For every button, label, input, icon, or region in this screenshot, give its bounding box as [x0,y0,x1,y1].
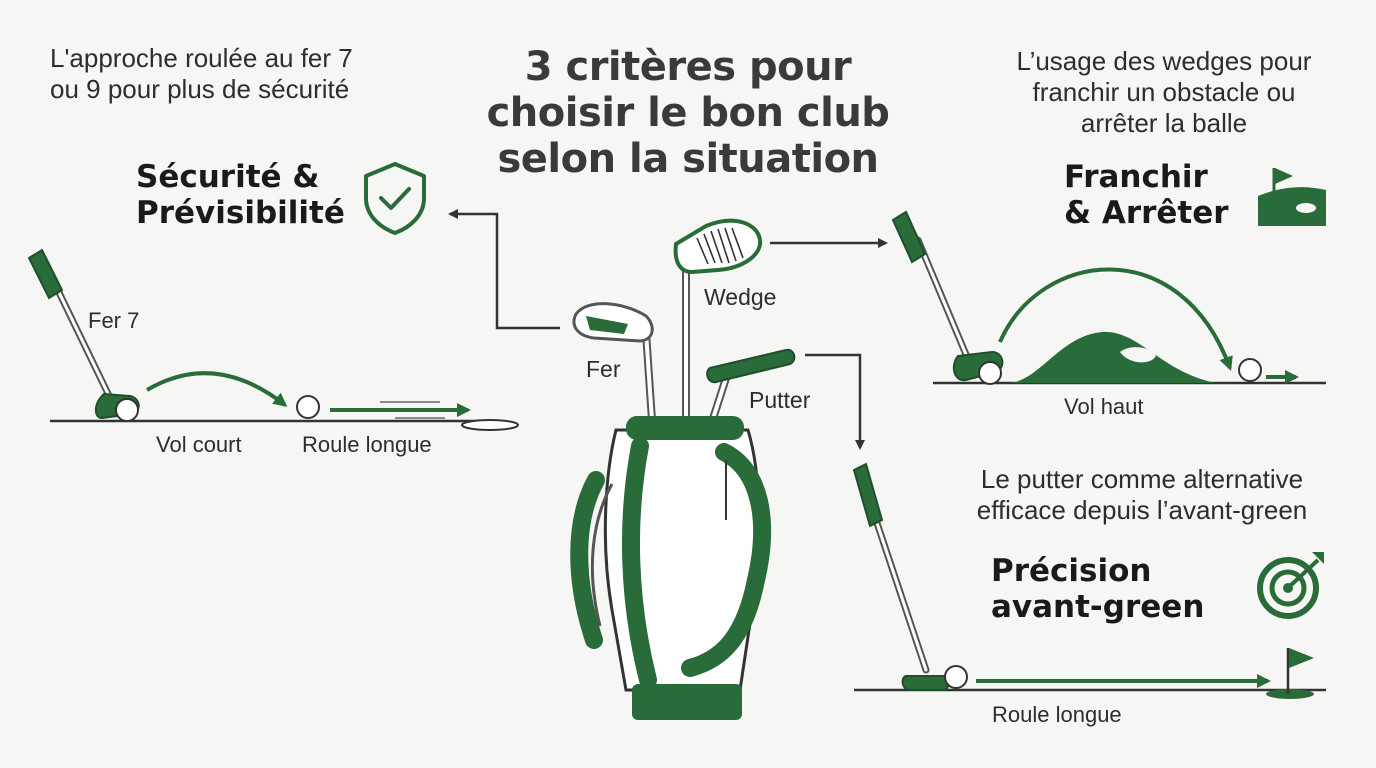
right-bottom-description: Le putter comme alternative efficace dep… [948,464,1336,526]
rb-desc-line-1: Le putter comme alternative [980,464,1304,494]
page-title: 3 critères pour choisir le bon club selo… [430,44,946,182]
left-desc-line-1: L'approche roulée au fer 7 [50,43,353,73]
connector-left [448,209,560,330]
right-bottom-club-putter-icon [852,462,950,691]
bag-label-wedge: Wedge [704,284,777,310]
left-flight-label: Vol court [156,432,242,457]
target-icon [1257,552,1324,619]
right-bottom-ball [944,665,968,689]
left-description: L'approche roulée au fer 7 ou 9 pour plu… [50,43,353,105]
golf-bag-icon [570,218,796,720]
rb-desc-line-2: efficace depuis l’avant-green [976,495,1308,525]
title-line-2: choisir le bon club [486,90,890,136]
right-top-description: L’usage des wedges pour franchir un obst… [984,46,1344,139]
left-ball-start [115,398,139,422]
left-club-iron7-icon [27,248,140,420]
title-line-3: selon la situation [497,136,879,182]
right-top-ball-landing [1238,358,1262,382]
right-top-flight-arrow [998,267,1233,371]
left-flight-arrow [145,371,288,407]
bag-label-putter: Putter [749,387,811,413]
rt-heading-line-2: & Arrêter [1064,195,1229,231]
left-heading: Sécurité & Prévisibilité [136,159,345,231]
right-bottom-roll-label: Roule longue [992,702,1122,727]
left-desc-line-2: ou 9 pour plus de sécurité [50,74,350,104]
left-club-label: Fer 7 [88,308,140,333]
right-top-hill-obstacle [1010,331,1216,383]
rt-desc-line-1: L’usage des wedges pour [1016,46,1312,76]
right-top-flight-label: Vol haut [1064,394,1144,419]
left-heading-line-1: Sécurité & [136,159,320,195]
title-line-1: 3 critères pour [524,44,852,90]
right-bottom-heading: Précision avant-green [991,553,1204,625]
left-ball-landing [296,395,320,419]
hole-flag-icon [1266,648,1314,699]
right-top-heading: Franchir & Arrêter [1064,159,1229,231]
flag-bunker-icon [1258,168,1326,226]
rb-heading-line-2: avant-green [991,589,1205,625]
right-top-club-wedge-icon [891,210,1004,382]
rt-desc-line-3: arrêter la balle [1080,108,1248,138]
left-ground-line [50,419,519,431]
right-top-bunker [1120,347,1156,363]
connector-right-bottom [805,353,865,450]
left-roll-speed-lines [380,401,445,419]
shield-check-icon [364,162,426,235]
rt-heading-line-1: Franchir [1064,159,1208,195]
right-top-ball-start [978,361,1002,385]
left-heading-line-2: Prévisibilité [136,195,345,231]
bag-label-iron: Fer [586,356,621,382]
rb-heading-line-1: Précision [991,553,1152,589]
rt-desc-line-2: franchir un obstacle ou [1032,77,1296,107]
left-roll-label: Roule longue [302,432,432,457]
